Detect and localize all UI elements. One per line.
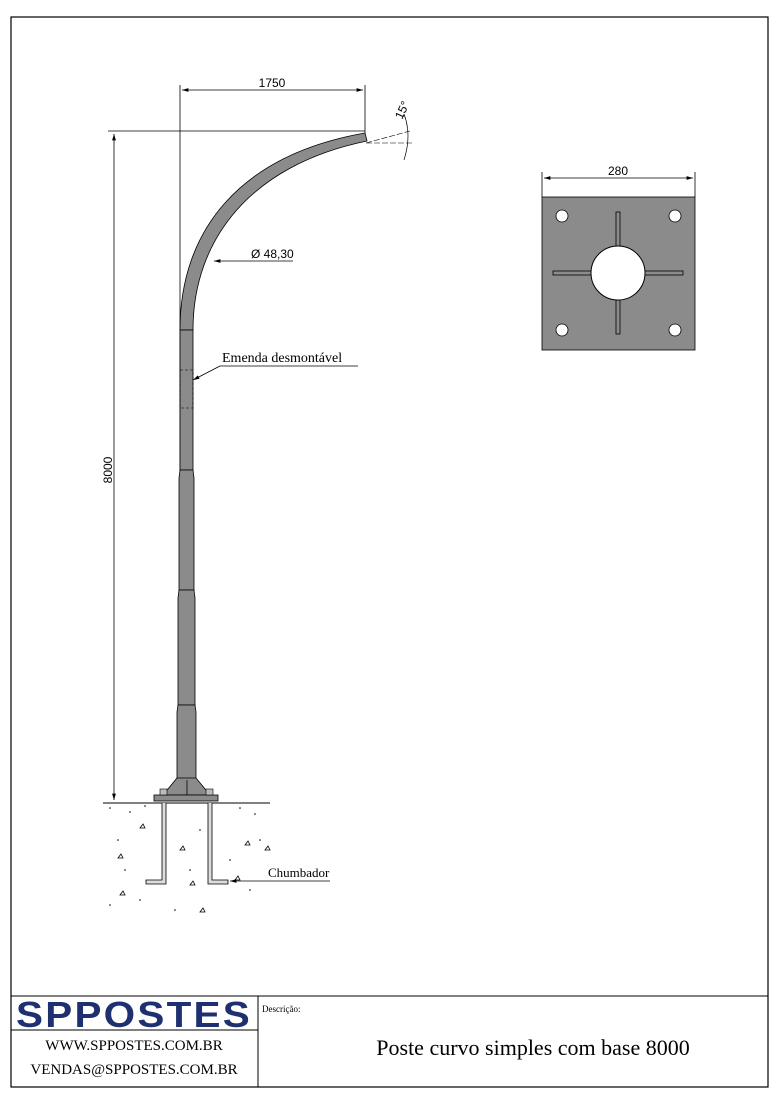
dimension-height: 8000 — [101, 130, 365, 800]
baseplate-top-view: 280 — [541, 164, 696, 351]
gusset — [162, 777, 211, 796]
dimension-angle-label: 15° — [392, 99, 412, 122]
drawing-frame — [10, 16, 769, 1088]
ground — [103, 802, 271, 913]
anchor-bolt — [145, 803, 167, 885]
splice-label: Emenda desmontável — [222, 351, 342, 366]
description-text: Poste curvo simples com base 8000 — [376, 1035, 689, 1060]
diameter-label: Ø 48,30 — [251, 247, 294, 261]
baseplate-dimension-label: 280 — [608, 164, 628, 178]
description-label: Descrição: — [262, 1004, 300, 1014]
dimension-width-label: 1750 — [259, 76, 286, 90]
company-email: VENDAS@SPPOSTES.COM.BR — [30, 1062, 237, 1078]
company-logo: SPPOSTES — [16, 994, 252, 1035]
title-block: SPPOSTES WWW.SPPOSTES.COM.BR VENDAS@SPPO… — [11, 994, 768, 1087]
dimension-width: 1750 — [179, 76, 366, 790]
anchor-callout: Chumbador — [230, 865, 330, 883]
pole — [153, 132, 368, 802]
splice-callout: Emenda desmontável — [192, 351, 358, 381]
dimension-height-label: 8000 — [101, 456, 115, 483]
svg-text:SPPOSTES: SPPOSTES — [16, 994, 252, 1035]
anchor-bolt — [207, 803, 229, 885]
dimension-angle: 15° — [365, 99, 412, 161]
anchor-label: Chumbador — [268, 865, 330, 880]
company-website: WWW.SPPOSTES.COM.BR — [45, 1038, 222, 1054]
base-plate — [153, 794, 219, 802]
splice-joint — [179, 369, 194, 409]
diameter-callout: Ø 48,30 — [214, 247, 294, 263]
